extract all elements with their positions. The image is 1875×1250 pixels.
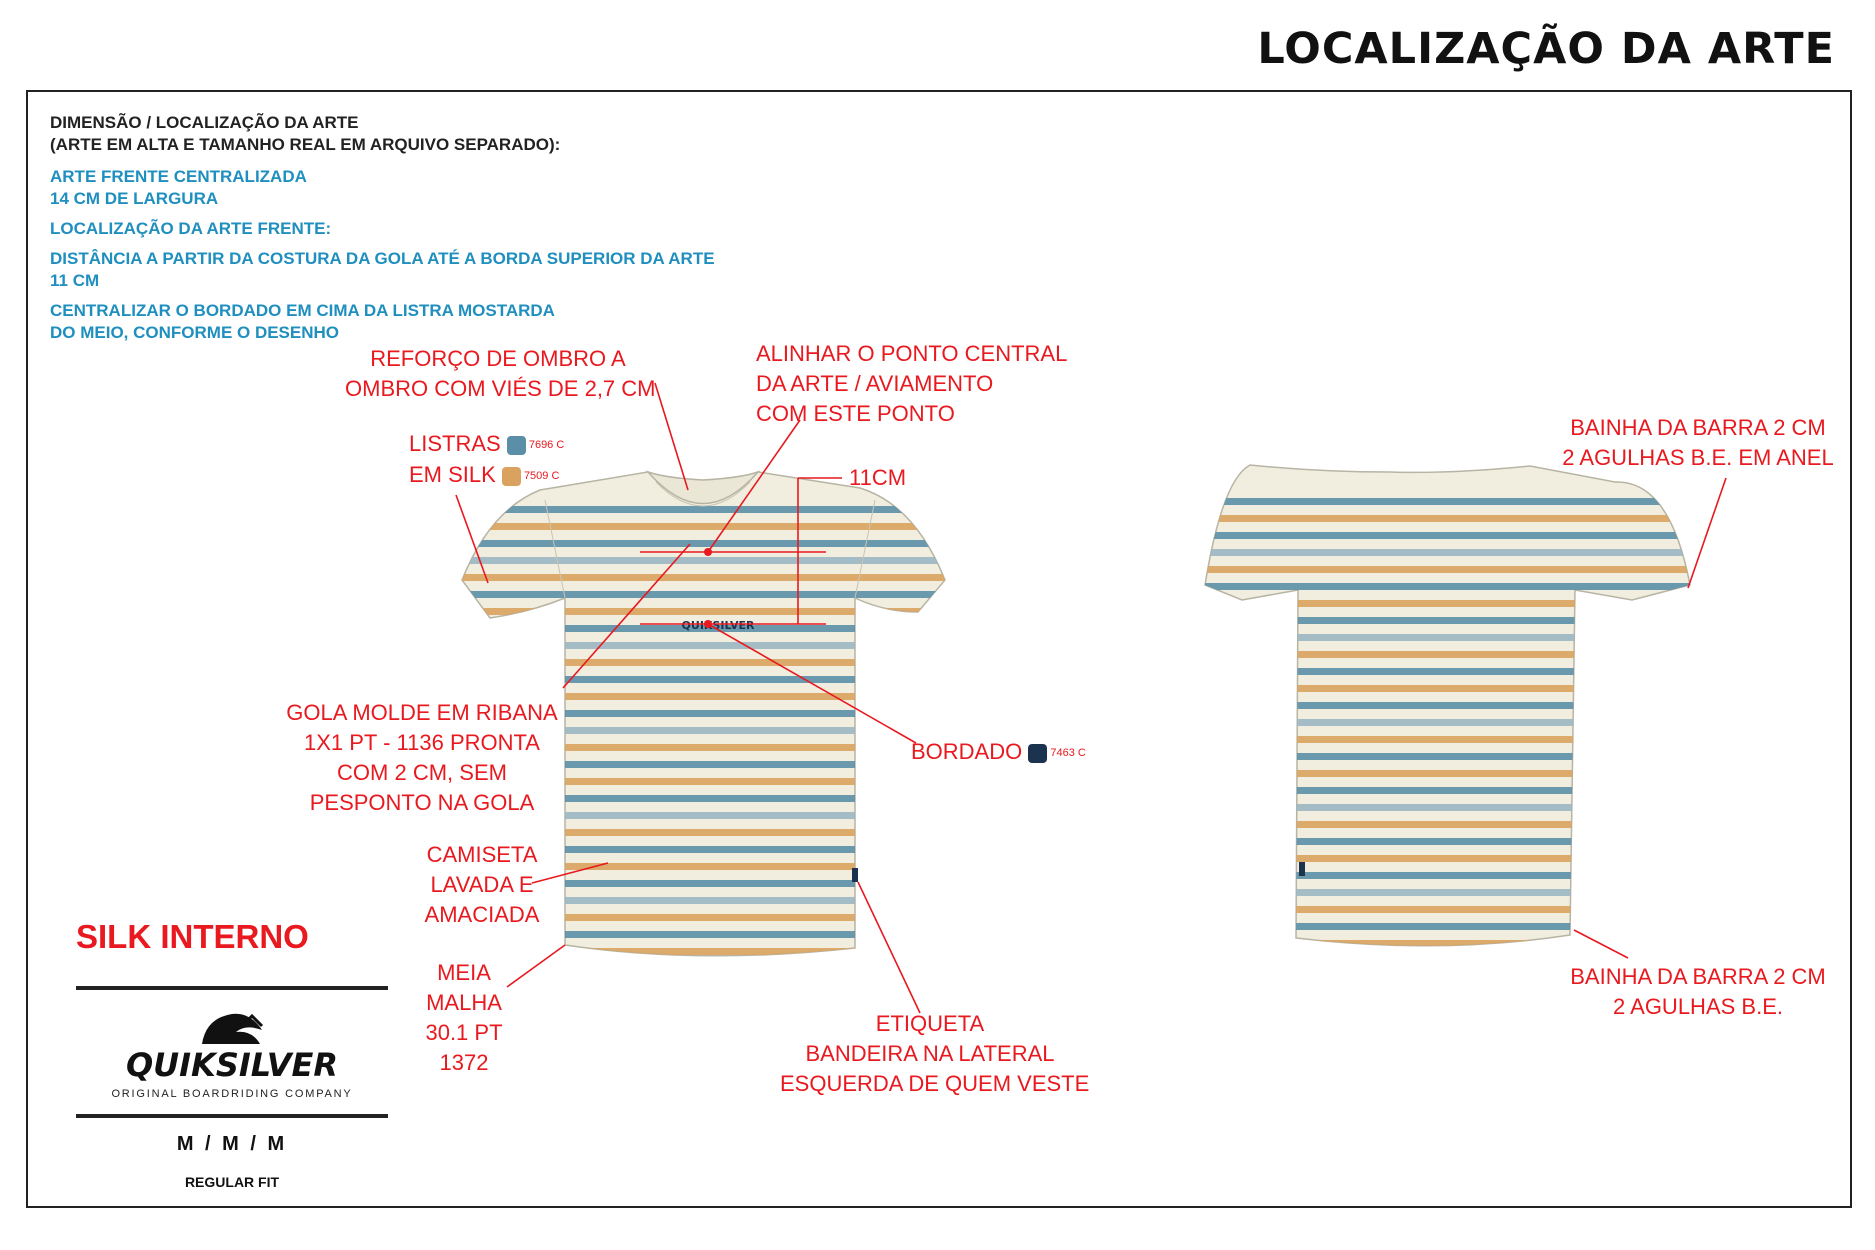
- stripe: [462, 540, 945, 547]
- front-stripes: [462, 506, 945, 955]
- stripe: [462, 710, 945, 717]
- stripe: [462, 931, 945, 938]
- stripe: [1205, 736, 1690, 743]
- swatch-mustard: [501, 466, 521, 486]
- leader-lines: [455, 382, 1727, 1014]
- stripe: [1205, 770, 1690, 777]
- content-frame: [26, 90, 1852, 1208]
- stripe: [1205, 787, 1690, 794]
- callout-measure-11cm: 11CM: [849, 465, 907, 490]
- footer-rule-bottom: [76, 1114, 388, 1118]
- page-title: LOCALIZAÇÃO DA ARTE: [1257, 24, 1835, 74]
- callout-hem: BAINHA DA BARRA 2 CM 2 AGULHAS B.E.: [1570, 964, 1826, 1019]
- callout-shoulder: REFORÇO DE OMBRO A OMBRO COM VIÉS DE 2,7…: [345, 346, 656, 401]
- stripe: [1205, 600, 1690, 607]
- brand-logo: QUIKSILVER: [126, 1013, 338, 1084]
- stripe: [462, 506, 945, 513]
- stripe: [1205, 872, 1690, 879]
- stripe: [1205, 532, 1690, 539]
- stripe: [462, 914, 945, 921]
- spec-front-location: LOCALIZAÇÃO DA ARTE FRENTE:: [50, 219, 332, 238]
- stripe: [462, 744, 945, 751]
- swatch-blue: [506, 435, 526, 455]
- stripe: [1205, 838, 1690, 845]
- art-point-marker: [704, 620, 712, 628]
- callout-stripes: LISTRAS 7696 C EM SILK 7509 C: [409, 431, 565, 488]
- size-spec: M / M / M: [176, 1133, 288, 1155]
- stripe: [462, 897, 945, 904]
- stripe: [1205, 634, 1690, 641]
- stripe: [1205, 906, 1690, 913]
- chest-embroidery-logo: QUIKSILVER: [682, 619, 755, 632]
- stripe: [462, 659, 945, 666]
- callout-sleeve-hem: BAINHA DA BARRA 2 CM 2 AGULHAS B.E. EM A…: [1562, 415, 1834, 470]
- stripe: [462, 880, 945, 887]
- stripe: [462, 574, 945, 581]
- spec-embroidery-2: DO MEIO, CONFORME O DESENHO: [50, 323, 340, 342]
- stripe: [1205, 566, 1690, 573]
- swatch-navy: [1028, 743, 1048, 763]
- stripe: [1205, 515, 1690, 522]
- stripe: [1205, 685, 1690, 692]
- stripe: [462, 557, 945, 564]
- stripe: [1205, 719, 1690, 726]
- stripe: [1205, 753, 1690, 760]
- spec-heading-1: DIMENSÃO / LOCALIZAÇÃO DA ARTE: [50, 113, 359, 132]
- silk-interno-title: SILK INTERNO: [76, 918, 309, 955]
- stripe: [1205, 804, 1690, 811]
- stripe: [462, 812, 945, 819]
- footer-rule-top: [76, 986, 388, 990]
- stripe: [1205, 583, 1690, 590]
- stripe: [462, 523, 945, 530]
- stripe: [1205, 668, 1690, 675]
- stripe: [462, 727, 945, 734]
- stripe: [462, 591, 945, 598]
- callout-collar: GOLA MOLDE EM RIBANA 1X1 PT - 1136 PRONT…: [286, 700, 558, 815]
- brand-wordmark: QUIKSILVER: [126, 1046, 338, 1084]
- callout-washed: CAMISETA LAVADA E AMACIADA: [424, 842, 540, 927]
- back-stripes: [1205, 498, 1690, 946]
- stripe: [462, 693, 945, 700]
- stripe: [462, 846, 945, 853]
- center-point-marker: [704, 548, 712, 556]
- stripe: [1205, 498, 1690, 505]
- stripe: [1205, 855, 1690, 862]
- stripe: [1205, 940, 1690, 946]
- stripe: [462, 676, 945, 683]
- callout-fabric: MEIA MALHA 30.1 PT 1372: [425, 960, 503, 1075]
- callout-label: ETIQUETA BANDEIRA NA LATERAL ESQUERDA DE…: [780, 1011, 1090, 1096]
- stripe: [462, 608, 945, 615]
- spec-heading-2: (ARTE EM ALTA E TAMANHO REAL EM ARQUIVO …: [50, 135, 561, 154]
- back-tshirt: [1204, 464, 1691, 947]
- stripe: [1205, 651, 1690, 658]
- spec-distance-2: 11 CM: [50, 271, 100, 290]
- stripe: [1205, 889, 1690, 896]
- spec-embroidery-1: CENTRALIZAR O BORDADO EM CIMA DA LISTRA …: [50, 301, 555, 320]
- stripe: [462, 761, 945, 768]
- callout-embroidery: BORDADO 7463 C: [911, 739, 1086, 764]
- stripe: [462, 795, 945, 802]
- stripe: [462, 948, 945, 955]
- callout-align-center: ALINHAR O PONTO CENTRAL DA ARTE / AVIAME…: [756, 341, 1068, 426]
- stripe: [1205, 702, 1690, 709]
- stripe: [1205, 923, 1690, 930]
- stripe: [1205, 617, 1690, 624]
- stripe: [462, 829, 945, 836]
- stripe: [462, 642, 945, 649]
- side-label-tag: [852, 868, 858, 882]
- stripe: [462, 863, 945, 870]
- stripe: [1205, 549, 1690, 556]
- fit-spec: REGULAR FIT: [184, 1174, 280, 1190]
- stripe: [462, 778, 945, 785]
- spec-distance-1: DISTÂNCIA A PARTIR DA COSTURA DA GOLA AT…: [50, 249, 715, 268]
- brand-tagline: ORIGINAL BOARDRIDING COMPANY: [111, 1088, 353, 1100]
- back-side-label-tag: [1299, 862, 1305, 876]
- front-tshirt: QUIKSILVER: [461, 470, 946, 957]
- stripe: [1205, 821, 1690, 828]
- spec-center-2: 14 CM DE LARGURA: [50, 189, 219, 208]
- stripe: [462, 625, 945, 632]
- spec-center-1: ARTE FRENTE CENTRALIZADA: [50, 167, 307, 186]
